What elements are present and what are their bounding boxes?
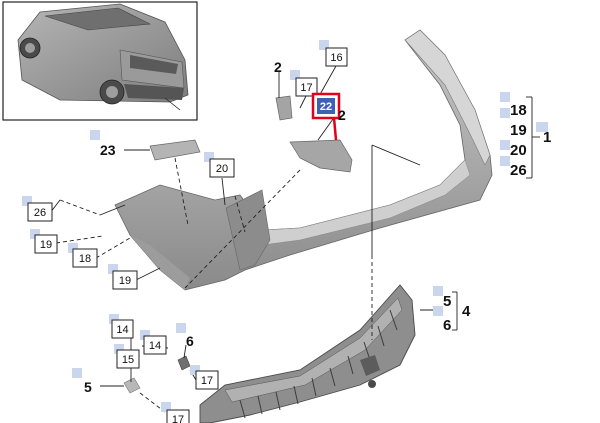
callout-group-4-marker-b [433, 306, 443, 316]
callout-14-right-marker [140, 330, 150, 340]
callout-group-1-marker-e [500, 156, 510, 166]
callout-16[interactable]: 16 [319, 40, 348, 67]
callout-14-left[interactable]: 14 [109, 314, 134, 339]
callout-5-label: 5 [84, 379, 92, 395]
callout-group-1-label[interactable]: 1 [543, 129, 551, 146]
reflector-part[interactable] [149, 139, 201, 161]
callout-23-label: 23 [100, 142, 116, 158]
bracket-part[interactable] [275, 95, 293, 121]
callout-15-marker [114, 344, 124, 354]
callout-group-1-marker-b [500, 108, 510, 118]
callout-2-lower-label: 2 [338, 107, 346, 123]
callout-17-middle[interactable]: 17 [190, 365, 219, 390]
callout-17-upper-marker [290, 70, 300, 80]
callout-group-18[interactable]: 18 [510, 102, 527, 119]
callout-5[interactable]: 5 [72, 368, 92, 395]
trim-cover-part[interactable] [289, 139, 353, 173]
callout-17-middle-marker [190, 365, 200, 375]
callout-20-label: 20 [216, 163, 228, 175]
callout-14-left-marker [109, 314, 119, 324]
callout-group-6[interactable]: 6 [443, 317, 451, 334]
callout-17-bottom[interactable]: 17 [161, 402, 190, 423]
callout-15-label: 15 [122, 354, 134, 366]
callout-26-label: 26 [34, 207, 46, 219]
callout-26[interactable]: 26 [22, 196, 53, 222]
callout-group-1-marker-d [500, 140, 510, 150]
callout-22-selected[interactable]: 22 [311, 92, 341, 141]
callout-2-upper[interactable]: 2 [274, 59, 282, 75]
callout-group-4-marker-a [433, 286, 443, 296]
callout-5-marker [72, 368, 82, 378]
callout-group-19[interactable]: 19 [510, 122, 527, 139]
callout-18[interactable]: 18 [68, 243, 98, 268]
callout-6[interactable]: 6 [176, 323, 194, 349]
callout-16-label: 16 [330, 52, 342, 64]
callout-20[interactable]: 20 [204, 152, 235, 178]
bumper-carrier-part[interactable] [199, 284, 416, 423]
callout-15[interactable]: 15 [114, 344, 140, 369]
callout-19-center[interactable]: 19 [108, 264, 138, 290]
callout-19-center-marker [108, 264, 118, 274]
callout-19-left-marker [30, 229, 40, 239]
callout-2-upper-label: 2 [274, 59, 282, 75]
bumper-cover-part[interactable] [114, 29, 493, 291]
clip-part[interactable] [123, 377, 141, 394]
callout-17-upper-label: 17 [300, 82, 312, 94]
callout-group-1-marker-c [536, 122, 548, 132]
callout-23-marker [90, 130, 100, 140]
callout-17-middle-label: 17 [201, 375, 213, 387]
callout-17-upper[interactable]: 17 [290, 70, 318, 97]
callout-26-marker [22, 196, 32, 206]
callout-group-26[interactable]: 26 [510, 162, 527, 179]
callout-19-center-label: 19 [119, 275, 131, 287]
callout-20-marker [204, 152, 214, 162]
callout-22-label: 22 [320, 101, 332, 113]
callout-19-left[interactable]: 19 [30, 229, 58, 254]
callout-group-20[interactable]: 20 [510, 142, 527, 159]
callouts: 2 16 17 22 2 23 [22, 40, 551, 423]
callout-6-label: 6 [186, 333, 194, 349]
callout-16-marker [319, 40, 329, 50]
fastener-part[interactable] [177, 355, 191, 371]
callout-group-1: 18 19 20 26 1 [500, 92, 551, 179]
callout-14-left-label: 14 [116, 324, 128, 336]
callout-group-5[interactable]: 5 [443, 293, 451, 310]
callout-17-bottom-label: 17 [172, 414, 184, 423]
callout-17-bottom-marker [161, 402, 171, 412]
callout-18-label: 18 [79, 253, 91, 265]
callout-2-lower[interactable]: 2 [338, 107, 346, 123]
callout-6-marker [176, 323, 186, 333]
callout-14-right-label: 14 [149, 340, 161, 352]
callout-group-4: 5 6 4 [433, 286, 471, 334]
callout-23[interactable]: 23 [90, 130, 116, 158]
callout-19-left-label: 19 [40, 239, 52, 251]
callout-group-4-label[interactable]: 4 [462, 303, 471, 320]
callout-18-marker [68, 243, 78, 253]
callout-14-right[interactable]: 14 [140, 330, 167, 355]
callout-group-1-marker-a [500, 92, 510, 102]
vehicle-thumbnail [2, 1, 198, 121]
